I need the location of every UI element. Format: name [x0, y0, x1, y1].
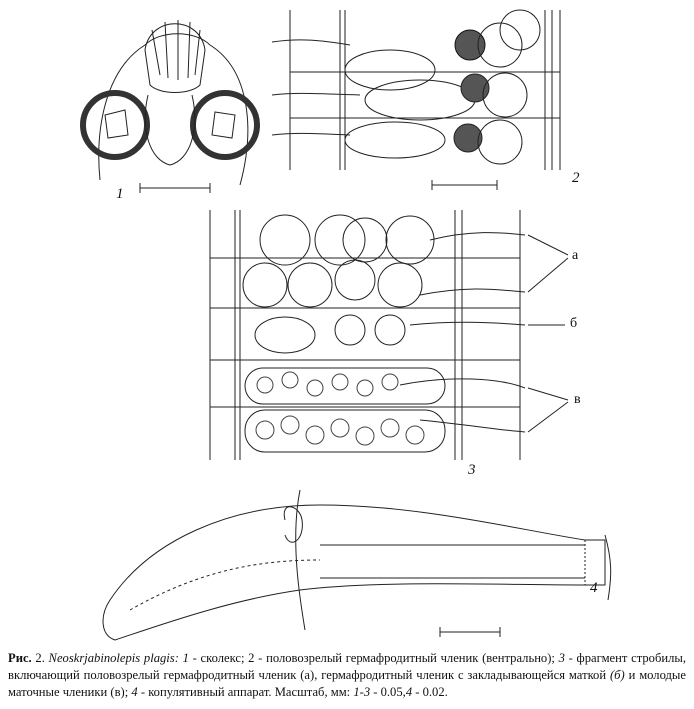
caption-italic: 4: [131, 685, 138, 699]
letter-a: а: [572, 248, 579, 263]
mature-proglottid-drawing: [271, 9, 561, 190]
scolex-drawing: [80, 20, 260, 193]
strobila-fragment-drawing: [209, 210, 569, 460]
caption-species: Neoskrjabinolepis plagis: 1: [48, 651, 189, 665]
caption-prefix: Рис.: [8, 651, 32, 665]
figure-caption: Рис. 2. Neoskrjabinolepis plagis: 1 - ск…: [8, 650, 686, 701]
caption-text: и молодые маточные членики (в);: [8, 668, 686, 699]
caption-text: - сколекс; 2 - половозрелый гермафродитн…: [188, 651, 559, 665]
caption-text: - 0.02.: [412, 685, 448, 699]
figure-drawings: [80, 9, 612, 641]
caption-italic: (б): [609, 668, 625, 682]
panel-label-1: 1: [116, 186, 124, 202]
letter-v: в: [574, 392, 581, 407]
caption-text: - копулятивный аппарат. Масштаб, мм:: [137, 685, 354, 699]
caption-italic: 4: [405, 685, 413, 699]
caption-number: 2.: [31, 651, 49, 665]
caption-text: - 0.05,: [370, 685, 406, 699]
caption-text: - фрагмент стробилы, включающий половозр…: [8, 651, 686, 682]
copulatory-apparatus-drawing: [102, 489, 612, 641]
panel-label-4: 4: [590, 580, 598, 596]
letter-b: б: [570, 316, 578, 331]
panel-label-3: 3: [468, 462, 476, 478]
caption-italic: 1-3: [353, 685, 371, 699]
panel-label-2: 2: [572, 170, 580, 186]
caption-italic: 3: [558, 651, 565, 665]
